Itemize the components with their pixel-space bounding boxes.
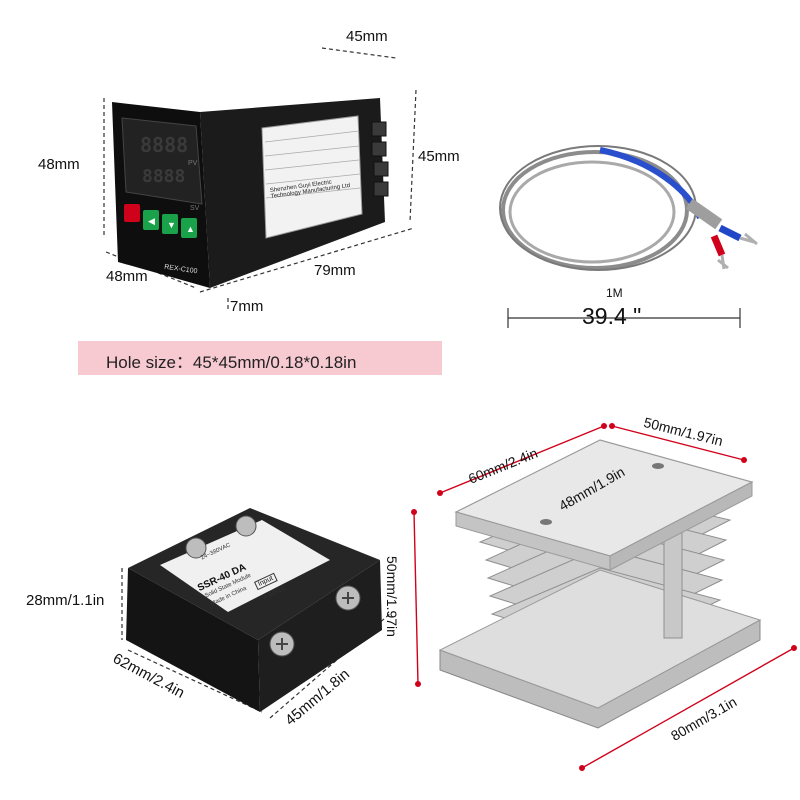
heat-sink [411, 423, 797, 771]
up-arrow-icon: ▲ [186, 224, 195, 234]
red-spade-icon [717, 254, 729, 270]
set-button[interactable] [124, 204, 140, 222]
controller-display [121, 117, 203, 205]
down-arrow-icon: ▼ [167, 220, 176, 230]
relay-front [126, 568, 260, 712]
down-button[interactable] [162, 214, 178, 234]
mount-hole-icon [540, 519, 552, 525]
controller-terminals [371, 121, 389, 197]
red-lead [710, 234, 726, 257]
sensor-length-metric: 1M [606, 286, 623, 300]
blue-spade-icon [739, 232, 758, 246]
pv-indicator: PV [188, 160, 198, 167]
solid-state-relay [121, 508, 393, 719]
mount-hole-icon [652, 463, 664, 469]
temperature-controller: 8888 8888 PV SV ◀ ▼ ▲ [103, 47, 417, 310]
controller-dim-depth: 7mm [230, 298, 264, 315]
left-button[interactable] [143, 210, 159, 230]
sensor-cable [499, 145, 697, 271]
controller-dim-top: 45mm [346, 28, 388, 45]
label-lines [264, 130, 361, 199]
blue-lead [718, 224, 742, 242]
hole-size-banner [78, 341, 442, 375]
sensor-length-imperial: 39.4 " [582, 303, 642, 329]
screw-slot-icons [276, 592, 354, 650]
left-arrow-icon: ◀ [148, 216, 155, 226]
sv-indicator: SV [190, 205, 200, 212]
up-button[interactable] [181, 218, 197, 238]
heatsink-dim-height: 50mm/1.97in [384, 556, 400, 637]
controller-dim-bottom-left: 48mm [106, 268, 148, 285]
thermocouple-sensor [499, 145, 758, 328]
controller-dim-right: 45mm [418, 148, 460, 165]
hole-size-text: Hole size：45*45mm/0.18*0.18in [106, 353, 357, 372]
sv-digits: 8888 [142, 166, 185, 187]
relay-label [160, 520, 330, 612]
controller-label [261, 115, 363, 239]
sensor-probe [685, 198, 723, 230]
relay-screws [185, 515, 361, 657]
pv-digits: 8888 [140, 133, 188, 157]
controller-dim-left: 48mm [38, 156, 80, 173]
relay-dim-height: 28mm/1.1in [26, 592, 105, 609]
controller-dim-bottom-right: 79mm [314, 262, 356, 279]
